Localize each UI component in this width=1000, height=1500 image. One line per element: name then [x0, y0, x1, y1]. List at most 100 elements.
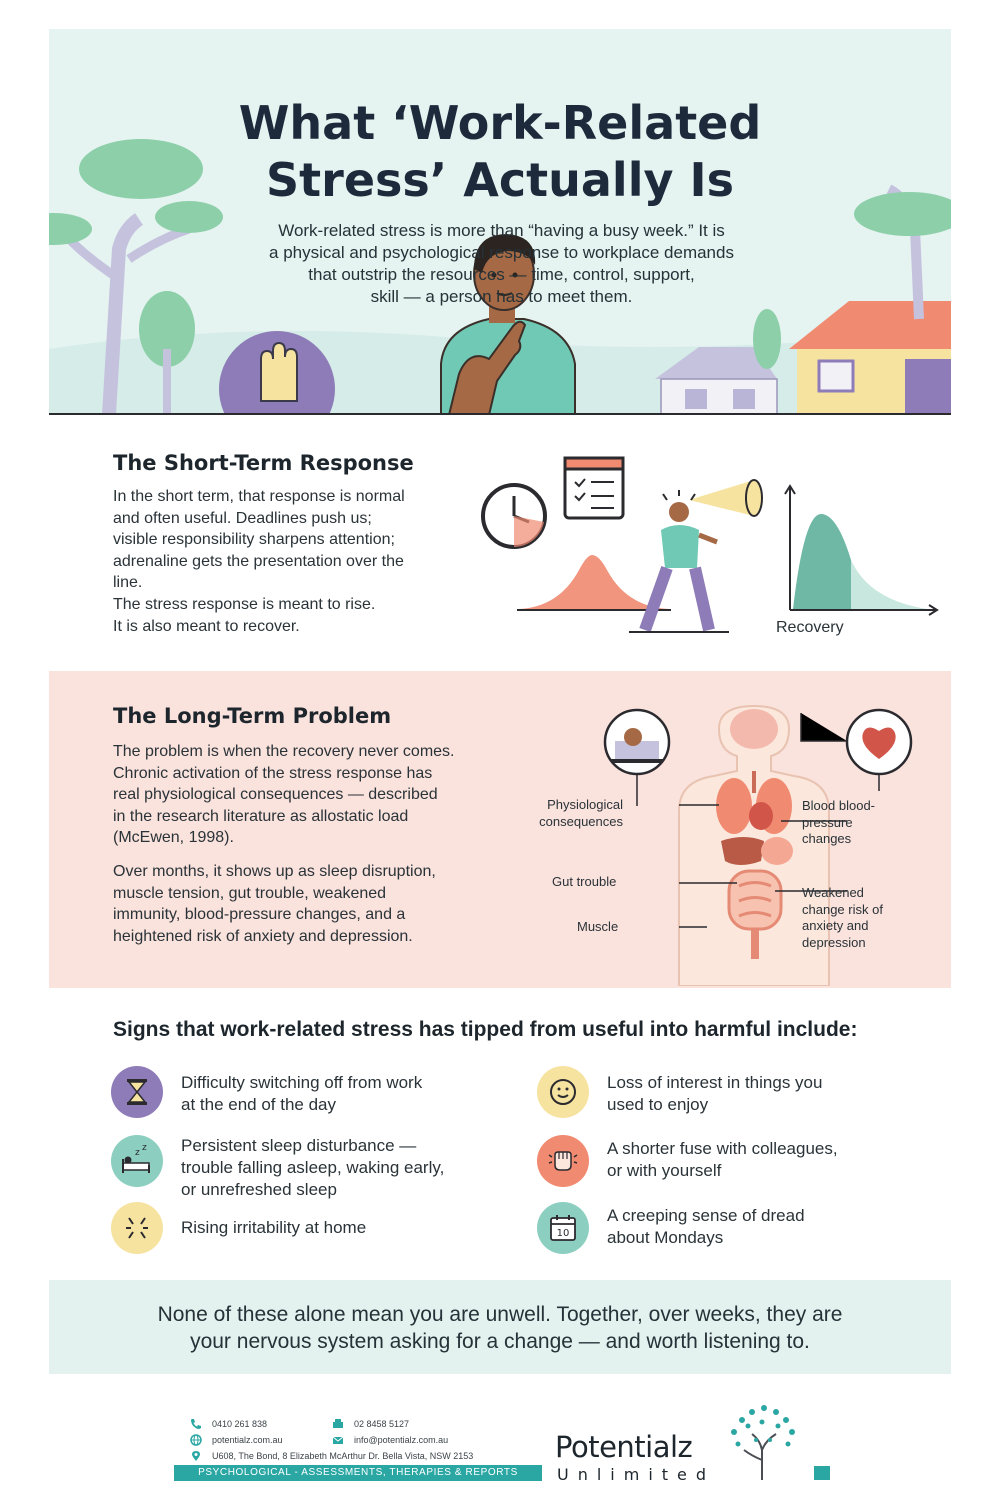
house-illustration	[655, 347, 778, 415]
sign-item: Rising irritability at home	[181, 1217, 366, 1239]
recovery-chart	[784, 484, 939, 616]
sign-line: Persistent sleep disturbance —	[181, 1136, 417, 1155]
callout-line: Physiological	[547, 797, 623, 812]
sign-item: Persistent sleep disturbance — trouble f…	[181, 1135, 444, 1201]
sign-line: Loss of interest in things you	[607, 1073, 823, 1092]
hero-illustration	[49, 139, 951, 415]
callout-physiological: Physiological consequences	[533, 797, 623, 830]
intro-line: that outstrip the resources — time, cont…	[308, 265, 695, 284]
intro-paragraph: Work-related stress is more than “having…	[229, 220, 774, 308]
page-title-line: Stress’ Actually Is	[266, 153, 734, 207]
irritation-icon	[111, 1202, 163, 1254]
body-line: visible responsibility sharpens attentio…	[113, 531, 395, 549]
sign-line: about Mondays	[607, 1228, 724, 1247]
long-term-section: The Long-Term Problem The problem is whe…	[49, 671, 951, 988]
callout-blood-pressure: Blood blood- pressure changes	[802, 798, 875, 848]
body-line: The stress response is meant to rise.	[113, 595, 376, 613]
section-body: The problem is when the recovery never c…	[113, 741, 493, 959]
section-title: Signs that work-related stress has tippe…	[113, 1018, 858, 1041]
footer: 0410 261 838 02 8458 5127 potentialz.com…	[0, 1400, 1000, 1500]
fax-icon	[332, 1418, 344, 1430]
calendar-day: 10	[557, 1228, 570, 1239]
callout-weakened: Weakened change risk of anxiety and depr…	[802, 885, 883, 951]
callout-gut: Gut trouble	[552, 874, 617, 889]
footer-email-text: info@potentialz.com.au	[354, 1435, 449, 1445]
body-paragraph: Over months, it shows up as sleep disrup…	[113, 861, 493, 947]
sign-line: A shorter fuse with colleagues,	[607, 1139, 838, 1158]
footer-email[interactable]: info@potentialz.com.au	[332, 1434, 448, 1446]
sign-line: Difficulty switching off from work	[181, 1073, 423, 1092]
sign-line: trouble falling asleep, waking early,	[181, 1158, 445, 1177]
sign-line: or with yourself	[607, 1161, 722, 1180]
intro-line: a physical and psychological response to…	[269, 243, 734, 262]
closing-line: your nervous system asking for a change …	[190, 1330, 810, 1353]
tree-icon	[49, 139, 223, 415]
hourglass-icon	[111, 1066, 163, 1118]
calendar-icon: 10	[537, 1202, 589, 1254]
sign-item: A shorter fuse with colleagues, or with …	[607, 1138, 838, 1182]
body-line: adrenaline gets the presentation over th…	[113, 552, 404, 570]
intro-line: skill — a person has to meet them.	[370, 287, 633, 306]
callout-line: changes	[802, 831, 852, 846]
brand-subtitle: Unlimited	[557, 1465, 716, 1484]
sign-line: at the end of the day	[181, 1095, 337, 1114]
footer-phone-text: 0410 261 838	[212, 1419, 268, 1429]
callout-line: Weakened	[802, 885, 864, 900]
brain-tree-logo-icon	[731, 1405, 795, 1480]
callout-line: anxiety and	[802, 918, 869, 933]
clock-icon	[481, 483, 547, 549]
brand-name: Potentialz	[555, 1430, 693, 1464]
sign-line: used to enjoy	[607, 1095, 709, 1114]
svg-text:z: z	[135, 1148, 140, 1158]
checklist-icon	[563, 456, 625, 520]
closing-message: None of these alone mean you are unwell.…	[109, 1301, 891, 1355]
callout-line: pressure	[802, 814, 853, 830]
short-term-section: The Short-Term Response In the short ter…	[49, 415, 951, 670]
body-line: In the short term, that response is norm…	[113, 488, 405, 505]
callout-muscle: Muscle	[577, 919, 619, 934]
body-line: The problem is when the recovery never c…	[113, 743, 455, 760]
footer-address: U608, The Bond, 8 Elizabeth McArthur Dr.…	[190, 1450, 473, 1462]
body-line: real physiological consequences — descri…	[113, 786, 438, 804]
house-illustration	[789, 301, 951, 415]
footer-web[interactable]: potentialz.com.au	[190, 1434, 283, 1446]
brand-accent-square	[814, 1466, 830, 1480]
recovery-label: Recovery	[776, 619, 844, 636]
body-paragraph: The problem is when the recovery never c…	[113, 741, 493, 849]
body-line: Chronic activation of the stress respons…	[113, 764, 433, 782]
signs-section: Signs that work-related stress has tippe…	[49, 990, 951, 1280]
page-title-line: What ‘Work-Related	[238, 96, 762, 150]
sign-item: Loss of interest in things you used to e…	[607, 1072, 822, 1116]
sign-item: A creeping sense of dread about Mondays	[607, 1205, 805, 1249]
callout-line: consequences	[539, 813, 623, 829]
sign-line: A creeping sense of dread	[607, 1206, 805, 1225]
tagline-bar: PSYCHOLOGICAL - ASSESSMENTS, THERAPIES &…	[174, 1465, 542, 1481]
closing-banner: None of these alone mean you are unwell.…	[49, 1280, 951, 1374]
page-title: What ‘Work-Related Stress’ Actually Is	[49, 95, 951, 209]
location-pin-icon	[190, 1450, 202, 1462]
body-line: line.	[113, 574, 143, 592]
globe-icon	[190, 1434, 202, 1446]
closing-line: None of these alone mean you are unwell.…	[157, 1303, 843, 1326]
callout-line: depression	[802, 934, 866, 950]
section-title: The Long-Term Problem	[113, 704, 392, 728]
intro-line: Work-related stress is more than “having…	[278, 221, 725, 240]
svg-text:z: z	[142, 1143, 147, 1153]
footer-address-text: U608, The Bond, 8 Elizabeth McArthur Dr.…	[212, 1451, 474, 1461]
section-title: The Short-Term Response	[113, 451, 414, 475]
smiley-icon	[537, 1066, 589, 1118]
thinking-person-illustration	[440, 234, 576, 415]
sign-item: Difficulty switching off from work at th…	[181, 1072, 422, 1116]
hero-banner: What ‘Work-Related Stress’ Actually Is W…	[49, 29, 951, 415]
phone-icon	[190, 1418, 202, 1430]
footer-fax-text: 02 8458 5127	[354, 1419, 410, 1429]
footer-fax: 02 8458 5127	[332, 1418, 409, 1430]
body-organs-illustration	[603, 704, 913, 986]
sign-line: Rising irritability at home	[181, 1218, 367, 1237]
section-body: In the short term, that response is norm…	[113, 486, 448, 637]
email-icon	[332, 1434, 344, 1446]
footer-phone[interactable]: 0410 261 838	[190, 1418, 267, 1430]
body-line: muscle tension, gut trouble, weakened	[113, 884, 387, 902]
body-line: in the research literature as allostatic…	[113, 807, 409, 825]
fist-icon	[537, 1135, 589, 1187]
